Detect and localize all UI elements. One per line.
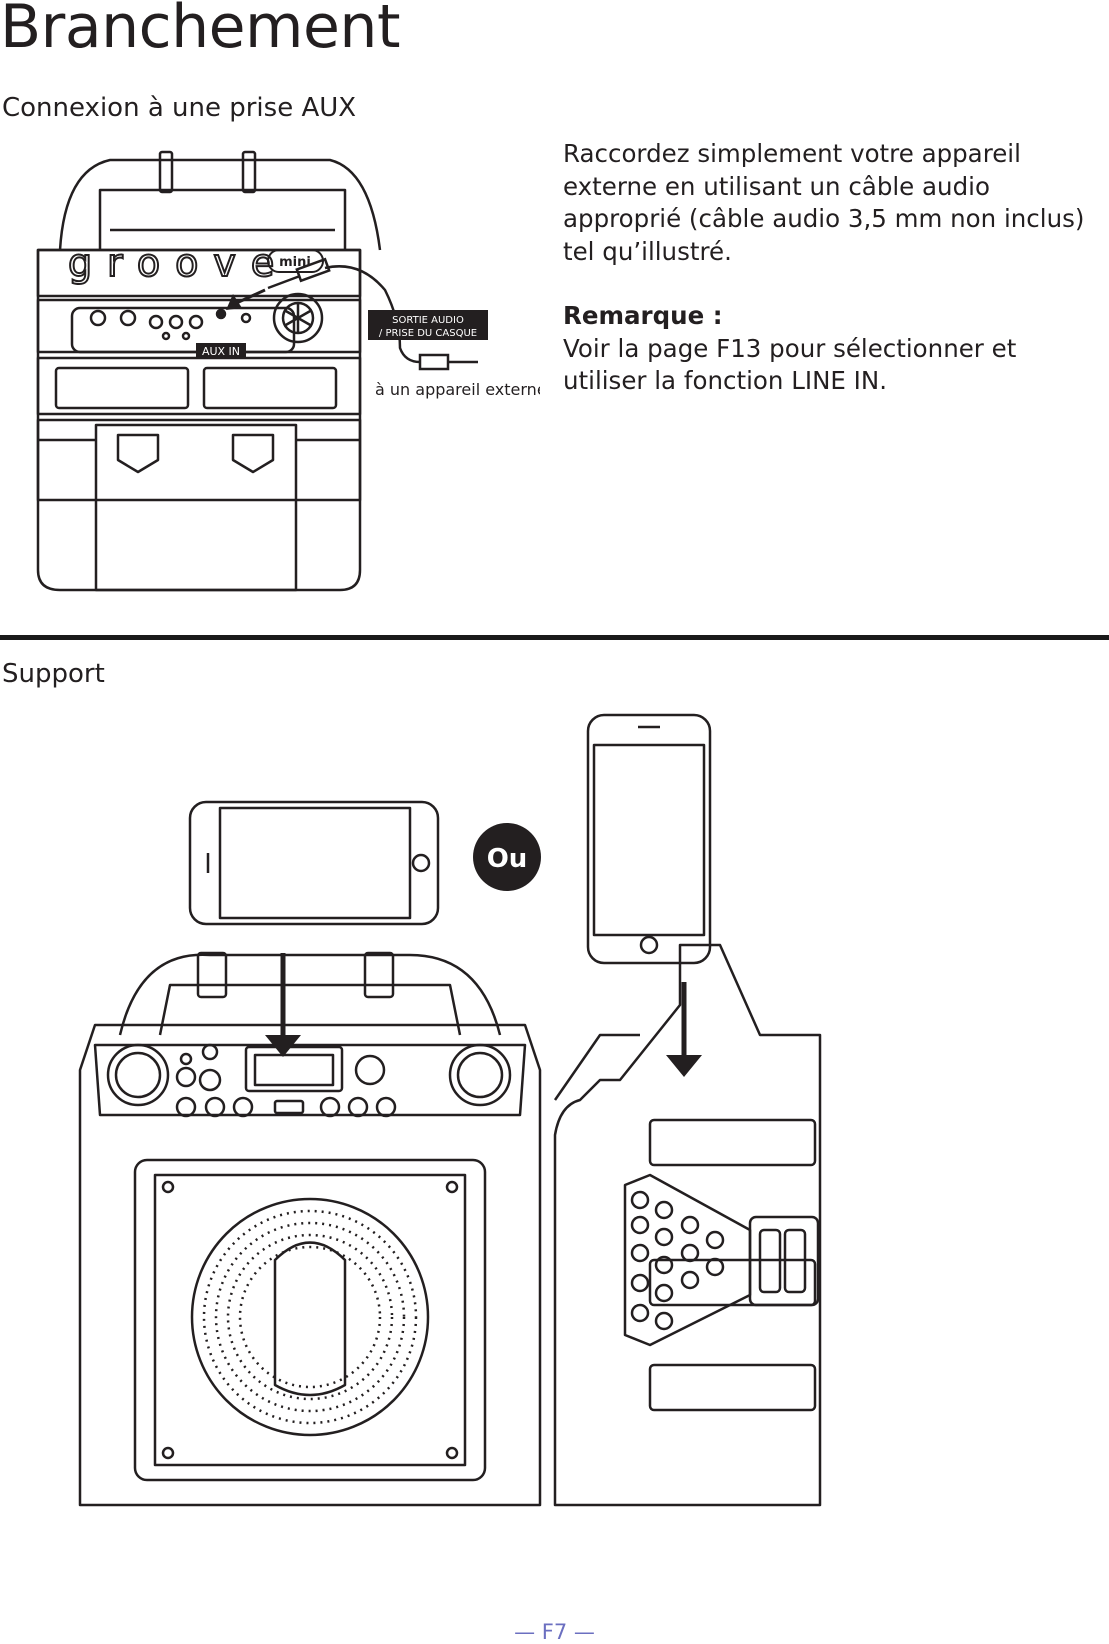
- speaker-handle-illustration: [58, 150, 382, 251]
- phone-portrait-illustration: [586, 713, 712, 965]
- aux-section-title: Connexion à une prise AUX: [2, 93, 357, 123]
- arrow-head: [226, 294, 242, 310]
- aux-in-label-bg: [196, 343, 246, 359]
- speaker-side-illustration: [553, 943, 822, 1507]
- output-label-line1: SORTIE AUDIO: [392, 315, 464, 326]
- or-badge-text: Ou: [487, 844, 528, 874]
- output-label-bg: [368, 310, 488, 340]
- aux-in-label: AUX IN: [202, 345, 240, 358]
- external-device-label: à un appareil externe: [375, 380, 540, 399]
- insert-arrow-front: [265, 953, 301, 1057]
- brand-logo-text: groove: [68, 241, 289, 285]
- brand-badge-text: mini: [279, 255, 311, 270]
- section-divider: [0, 635, 1109, 640]
- page-number: — F7 —: [514, 1620, 595, 1644]
- aux-instructions: Raccordez simplement votre appareil exte…: [563, 138, 1103, 398]
- note-text: Voir la page F13 pour sélectionner et ut…: [563, 333, 1017, 396]
- insert-arrow-side: [666, 982, 702, 1077]
- phone-landscape-illustration: [188, 800, 440, 926]
- note-label: Remarque :: [563, 301, 723, 330]
- support-section-title: Support: [2, 659, 105, 689]
- speaker-front-illustration: [78, 951, 542, 1507]
- support-diagram: Ou: [78, 713, 822, 1507]
- aux-description: Raccordez simplement votre appareil exte…: [563, 139, 1085, 266]
- or-badge: [473, 823, 541, 891]
- aux-connection-diagram: groove mini AUX IN SORTIE AUDIO / PRISE …: [36, 150, 540, 592]
- speaker-body-illustration: [36, 248, 362, 592]
- page-title: Branchement: [0, 0, 400, 62]
- output-label-line2: / PRISE DU CASQUE: [379, 328, 477, 339]
